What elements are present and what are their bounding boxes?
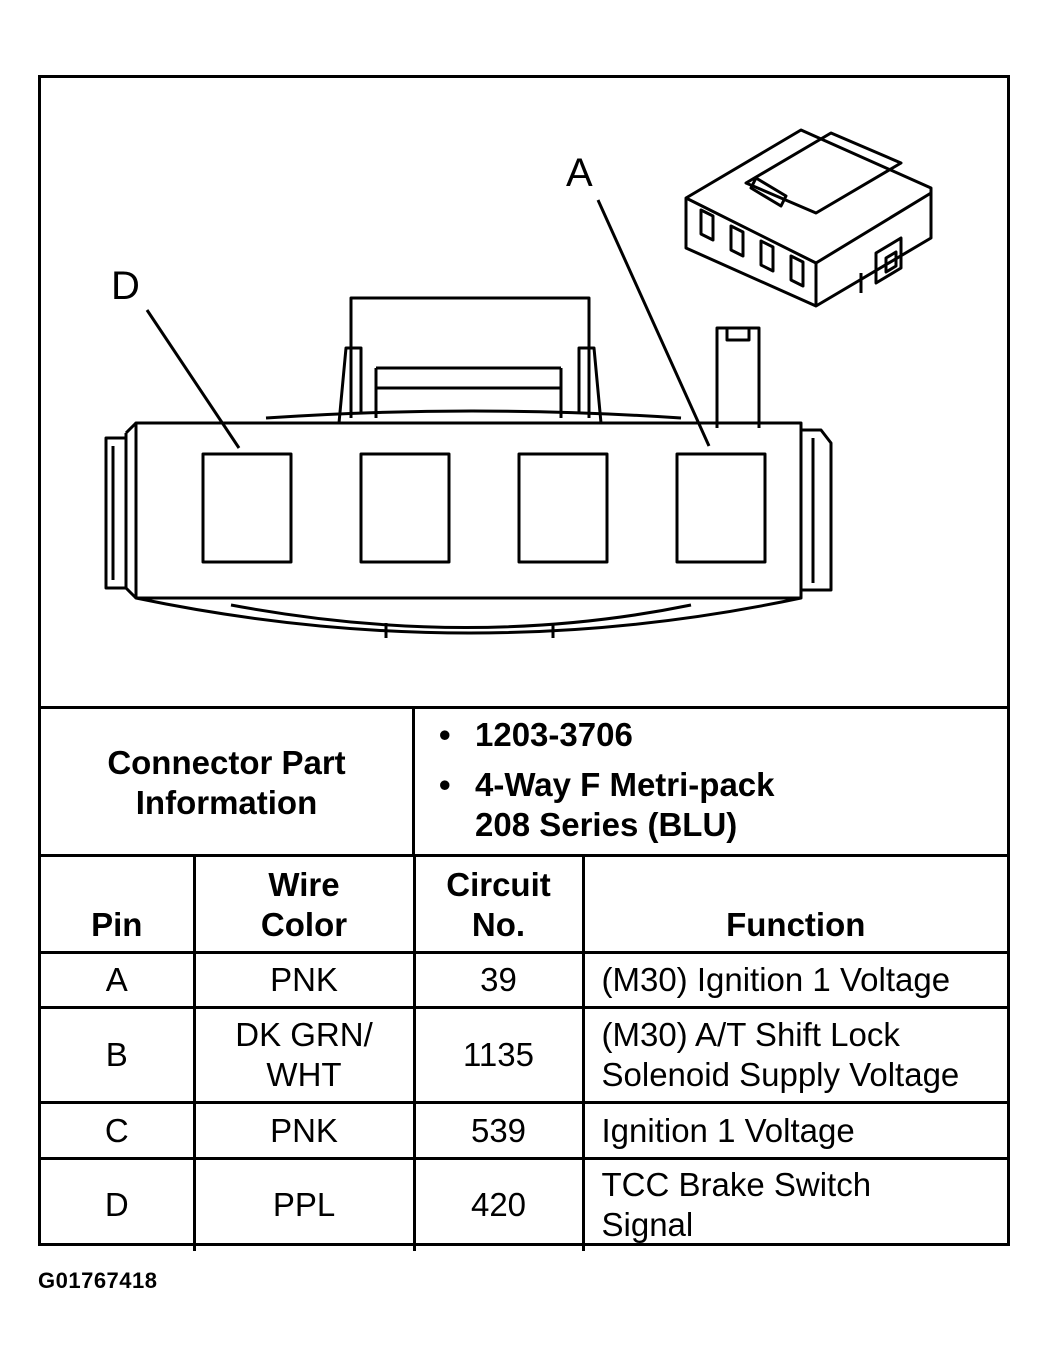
wire-color-cell: PPL xyxy=(192,1157,416,1251)
figure-id-caption: G01767418 xyxy=(38,1268,158,1293)
part-info-label-line1: Connector Part xyxy=(107,743,346,781)
table-row: A PNK 39 (M30) Ignition 1 Voltage xyxy=(41,951,1007,1009)
connector-part-info: Connector Part Information • 1203-3706 •… xyxy=(41,706,1007,856)
callout-label-d: D xyxy=(111,264,140,308)
part-description-line2: 208 Series (BLU) xyxy=(475,806,738,843)
circuit-cell: 539 xyxy=(412,1101,585,1160)
bullet-icon: • xyxy=(439,766,451,803)
connector-drawing: A D xyxy=(41,78,1007,706)
header-function: Function xyxy=(581,854,1007,954)
circuit-cell: 39 xyxy=(412,951,585,1009)
table-row: C PNK 539 Ignition 1 Voltage xyxy=(41,1101,1007,1160)
part-number: 1203-3706 xyxy=(475,716,633,753)
function-cell: (M30) Ignition 1 Voltage xyxy=(581,951,1007,1009)
header-pin: Pin xyxy=(41,854,196,954)
wire-color-cell: DK GRN/WHT xyxy=(192,1006,416,1104)
circuit-cell: 420 xyxy=(412,1157,585,1251)
bullet-icon: • xyxy=(439,716,451,753)
diagram-frame: A D Connector Part Information • 1203-37… xyxy=(38,75,1010,1251)
part-number-line: • 1203-3706 xyxy=(439,715,1007,755)
pin-cell: B xyxy=(41,1006,196,1104)
callout-label-a: A xyxy=(566,151,593,195)
part-description-line1: 4-Way F Metri-pack xyxy=(475,766,775,803)
part-description-line: • 4-Way F Metri-pack 208 Series (BLU) xyxy=(439,765,1007,845)
connector-face-illustration xyxy=(104,128,933,638)
pin-cell: C xyxy=(41,1101,196,1160)
part-info-values: • 1203-3706 • 4-Way F Metri-pack 208 Ser… xyxy=(415,709,1007,856)
part-info-label: Connector Part Information xyxy=(41,709,415,856)
wire-color-cell: PNK xyxy=(192,1101,416,1160)
wire-color-cell: PNK xyxy=(192,951,416,1009)
part-info-label-line2: Information xyxy=(135,783,318,821)
circuit-cell: 1135 xyxy=(412,1006,585,1104)
function-cell: Ignition 1 Voltage xyxy=(581,1101,1007,1160)
pin-cell: D xyxy=(41,1157,196,1251)
pin-cell: A xyxy=(41,951,196,1009)
